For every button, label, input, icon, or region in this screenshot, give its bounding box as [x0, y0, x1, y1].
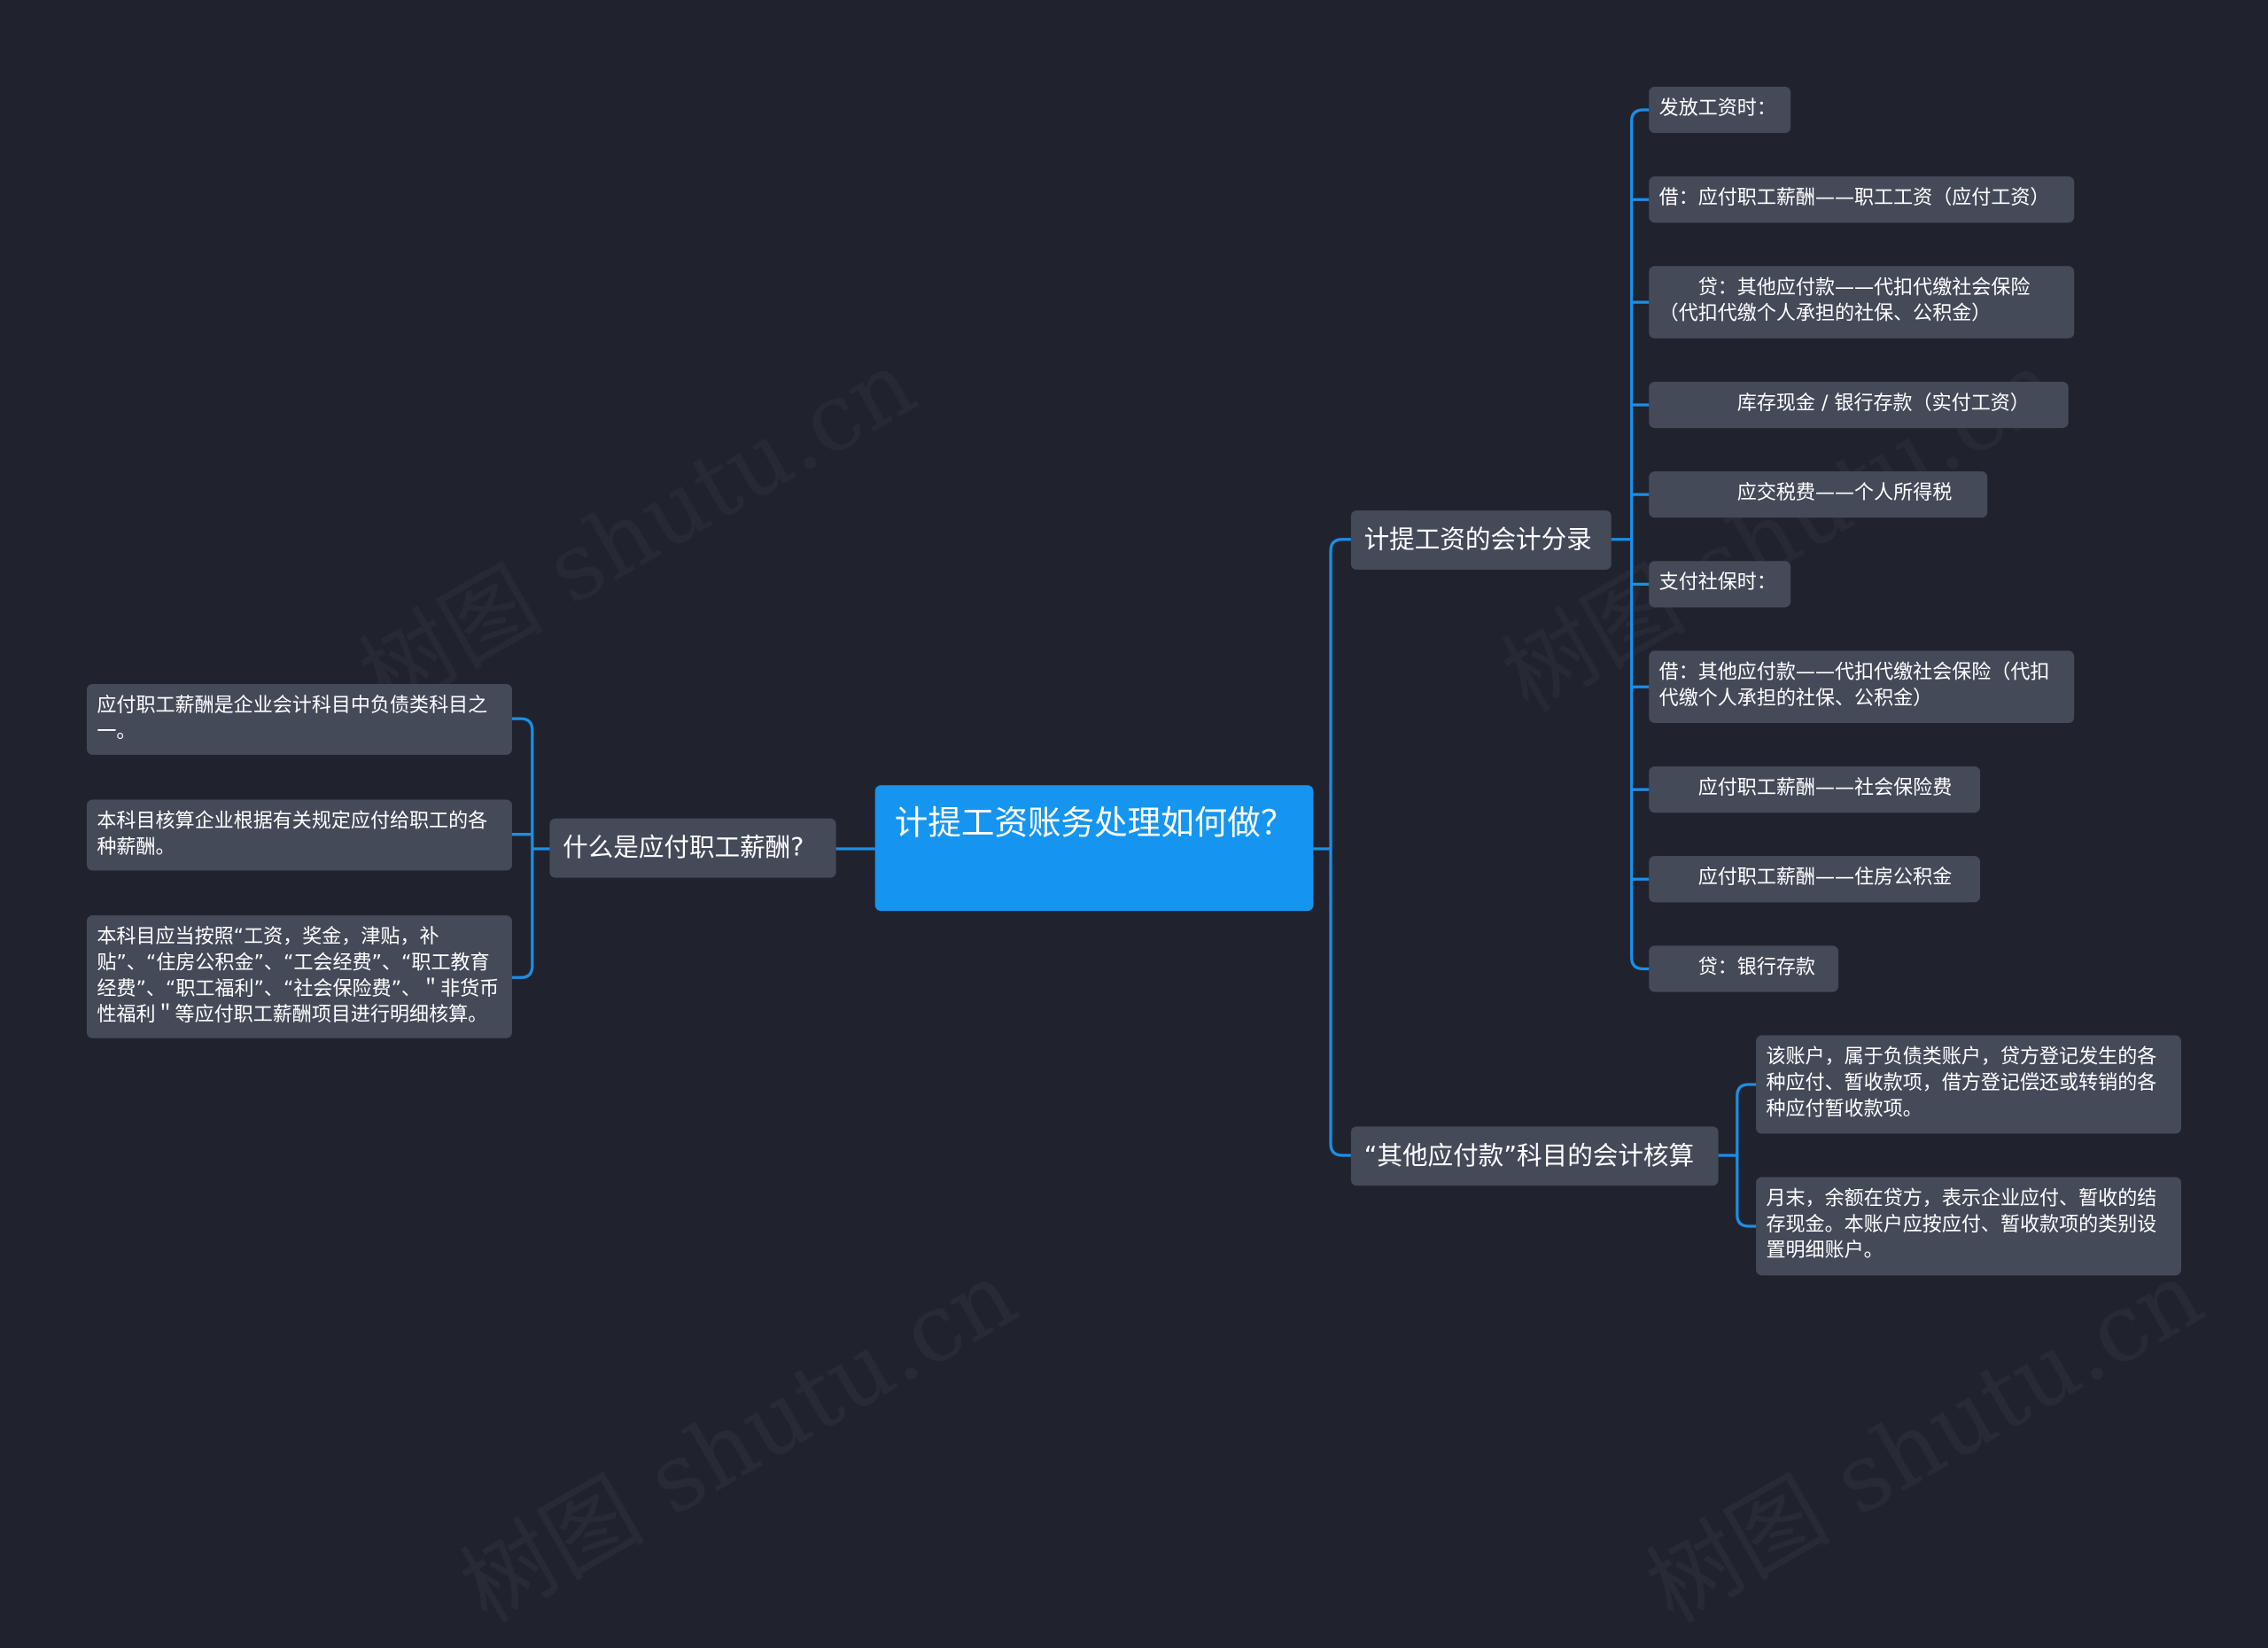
entry-leaf-6[interactable]: 支付社保时： — [1649, 561, 1791, 608]
left-leaf-1[interactable]: 应付职工薪酬是企业会计科目中负债类科目之一。 — [86, 683, 512, 755]
payables-leaf-1[interactable]: 该账户，属于负债类账户，贷方登记发生的各种应付、暂收款项，借方登记偿还或转销的各… — [1756, 1035, 2182, 1134]
entry-leaf-5[interactable]: 应交税费——个人所得税 — [1649, 471, 1988, 518]
entry-leaf-1[interactable]: 发放工资时： — [1649, 86, 1791, 134]
branch-accounting-entries[interactable]: 计提工资的会计分录 — [1350, 510, 1612, 571]
link-branch1-spine — [1611, 108, 1650, 971]
entry-leaf-10[interactable]: 贷：银行存款 — [1649, 945, 1839, 992]
entry-leaf-9[interactable]: 应付职工薪酬——住房公积金 — [1649, 856, 1981, 903]
connector-lines — [511, 108, 1757, 1228]
link-right-spine — [1329, 538, 1351, 1157]
root-node[interactable]: 计提工资账务处理如何做？ — [874, 785, 1314, 912]
branch-other-payables[interactable]: “其他应付款”科目的会计核算 — [1350, 1126, 1719, 1186]
left-leaf-3[interactable]: 本科目应当按照“工资，奖金，津贴，补贴”、“住房公积金”、“工会经费”、“职工教… — [86, 915, 512, 1038]
entry-leaf-2[interactable]: 借：应付职工薪酬——职工工资（应付工资） — [1649, 176, 2075, 223]
mind-map: 树图 shutu.cn 树图 shutu.cn 树图 shutu.cn 树图 s… — [86, 86, 2182, 1276]
left-leaf-2[interactable]: 本科目核算企业根据有关规定应付给职工的各种薪酬。 — [86, 799, 512, 871]
entry-leaf-4[interactable]: 库存现金 / 银行存款（实付工资） — [1649, 381, 2069, 429]
link-left-spine — [511, 717, 550, 979]
entry-leaf-8[interactable]: 应付职工薪酬——社会保险费 — [1649, 766, 1981, 813]
link-branch2-spine — [1718, 1083, 1757, 1228]
payables-leaf-2[interactable]: 月末，余额在贷方，表示企业应付、暂收的结存现金。本账户应按应付、暂收款项的类别设… — [1756, 1177, 2182, 1276]
branch-what-is-payroll[interactable]: 什么是应付职工薪酬? — [549, 818, 836, 878]
entry-leaf-7[interactable]: 借：其他应付款——代扣代缴社会保险（代扣代缴个人承担的社保、公积金） — [1649, 650, 2075, 724]
entry-leaf-3[interactable]: 贷：其他应付款——代扣代缴社会保险（代扣代缴个人承担的社保、公积金） — [1649, 266, 2075, 338]
